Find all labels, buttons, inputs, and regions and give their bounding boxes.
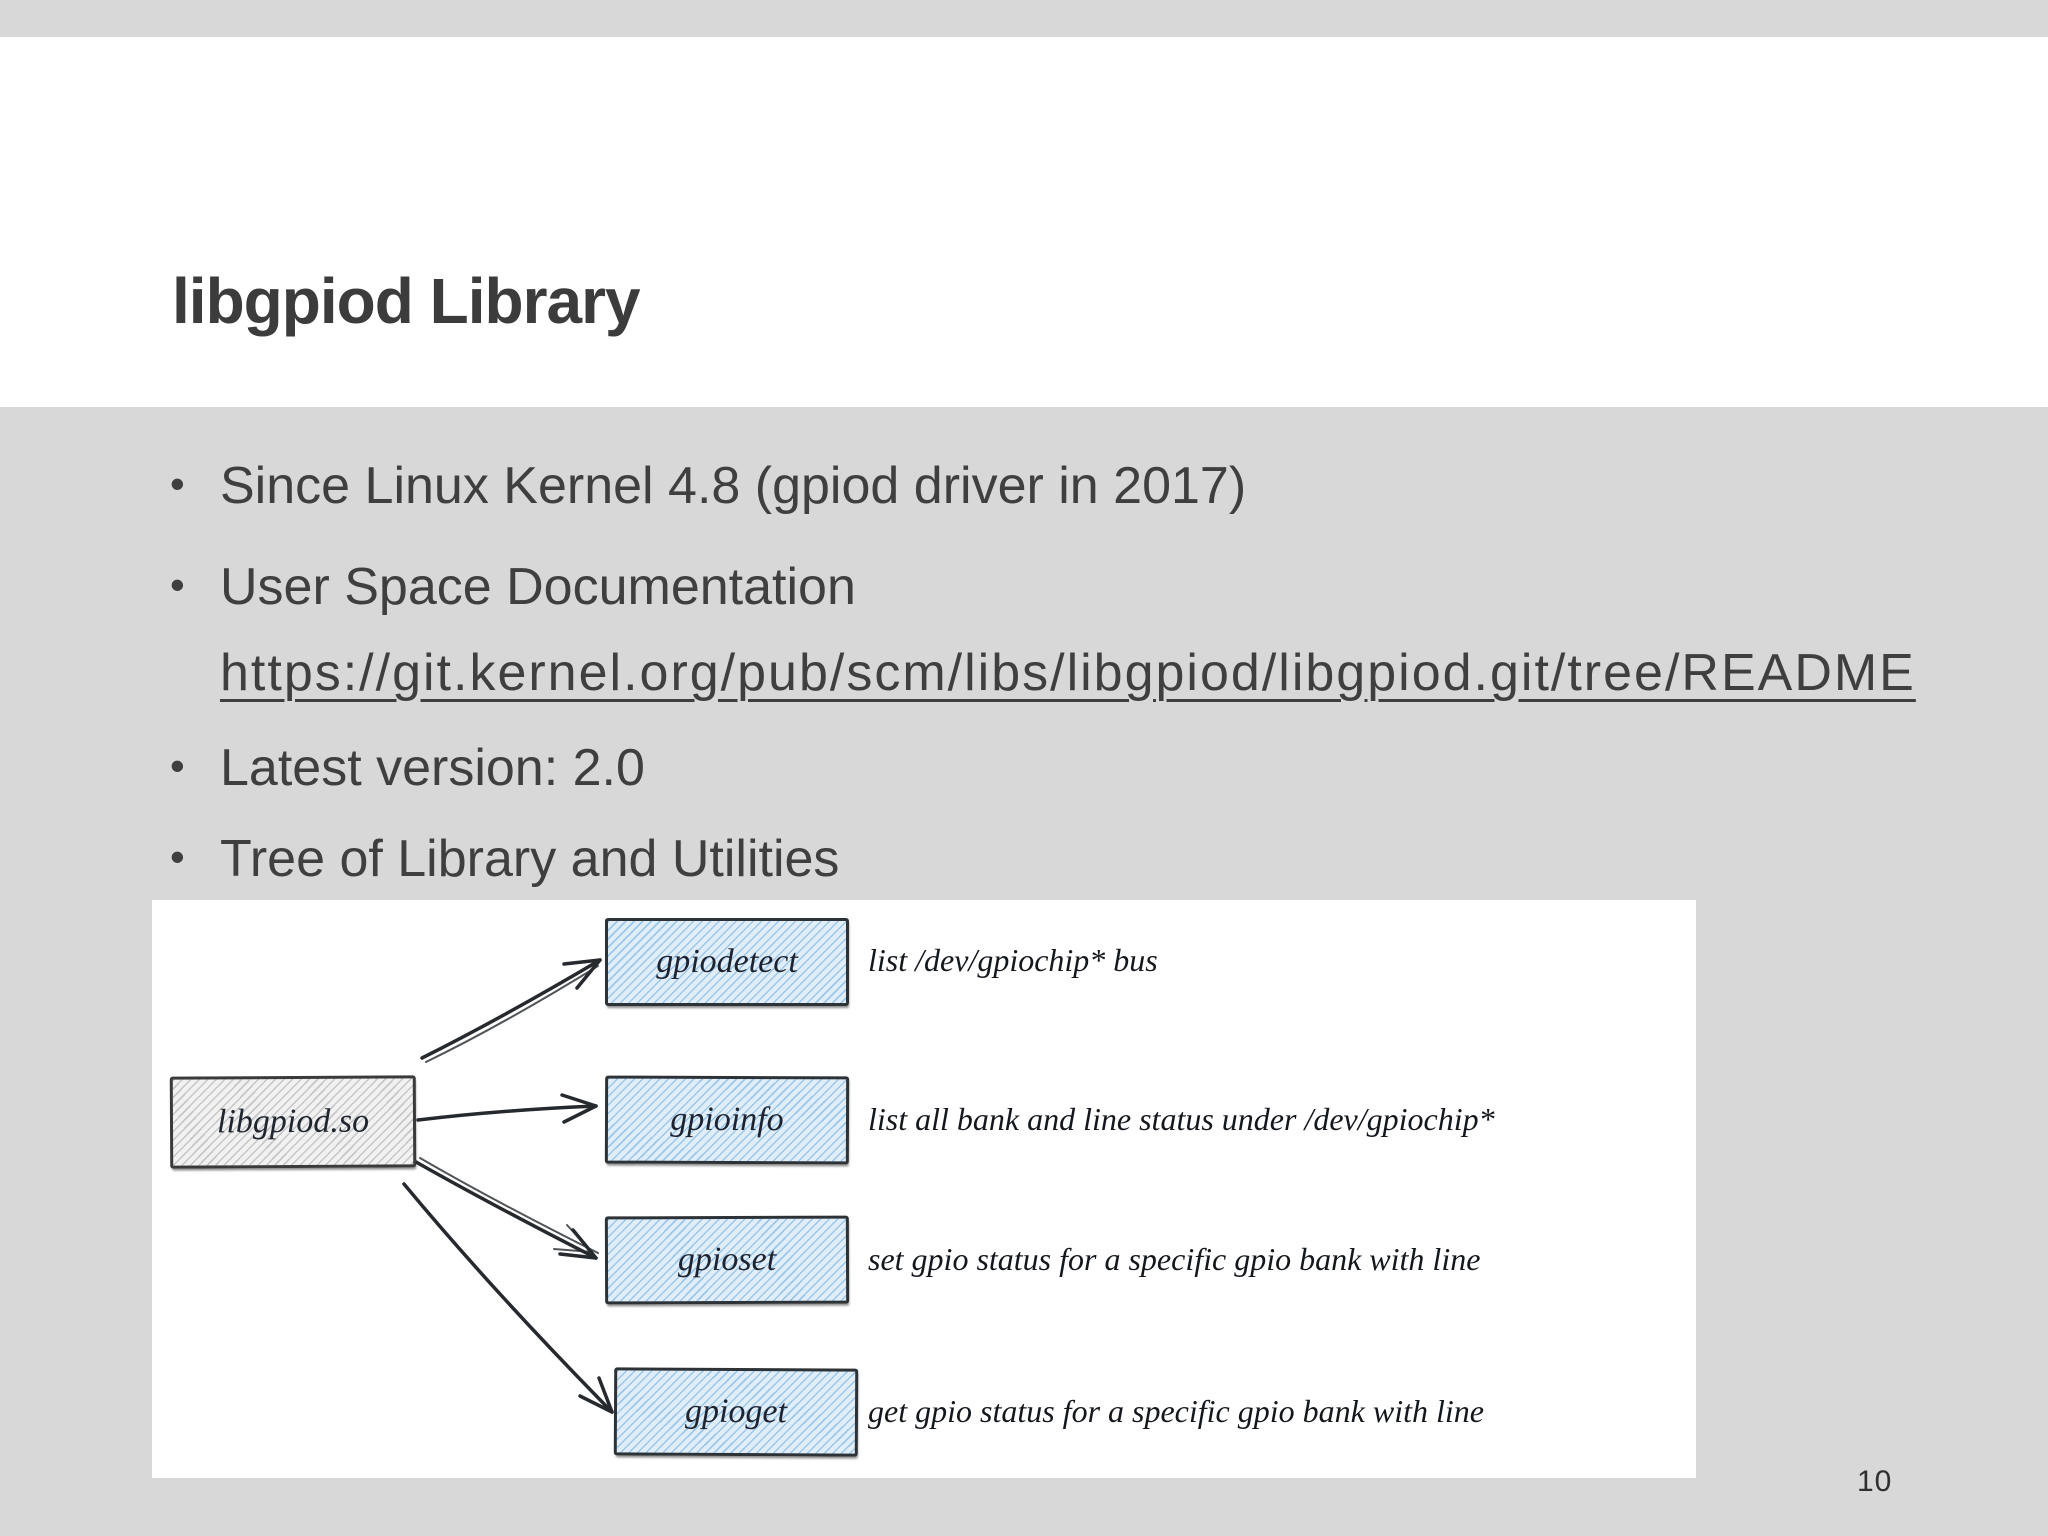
bullet-text: Latest version: 2.0: [220, 739, 645, 797]
page-number: 10: [1857, 1465, 1893, 1498]
bullet-icon: •: [170, 460, 185, 507]
tool-box-gpioget: gpioget: [613, 1367, 859, 1457]
tool-box-label: gpioget: [684, 1392, 788, 1431]
diagram-arrows: [402, 958, 614, 1414]
bullet-icon: •: [170, 561, 185, 608]
bullet-text: User Space Documentation: [220, 558, 856, 616]
bullet-item-link: https://git.kernel.org/pub/scm/libs/libg…: [170, 643, 1930, 703]
tool-description: get gpio status for a specific gpio bank…: [868, 1393, 1484, 1429]
page-title: libgpiod Library: [172, 265, 641, 337]
tool-description: set gpio status for a specific gpio bank…: [868, 1241, 1481, 1277]
title-band: [0, 37, 2048, 407]
documentation-link[interactable]: https://git.kernel.org/pub/scm/libs/libg…: [220, 644, 1916, 702]
tool-box-label: gpiodetect: [656, 943, 798, 980]
library-box-label: libgpiod.so: [216, 1102, 370, 1141]
bullet-item-documentation: • User Space Documentation: [170, 557, 1930, 617]
bullet-icon: •: [170, 833, 185, 880]
bullet-icon: •: [170, 742, 185, 789]
bullet-text: Tree of Library and Utilities: [220, 830, 840, 888]
tool-description: list all bank and line status under /dev…: [868, 1101, 1495, 1137]
bullet-text: Since Linux Kernel 4.8 (gpiod driver in …: [220, 457, 1247, 515]
tool-box-label: gpioinfo: [670, 1100, 784, 1139]
library-box: libgpiod.so: [169, 1075, 417, 1169]
library-tree-diagram: libgpiod.so gpiodetect list /dev/gpiochi…: [152, 900, 1696, 1478]
bullet-item-version: • Latest version: 2.0: [170, 738, 1930, 798]
tool-box-gpioinfo: gpioinfo: [604, 1075, 850, 1165]
tool-description: list /dev/gpiochip* bus: [868, 942, 1158, 978]
bullet-item-tree: • Tree of Library and Utilities: [170, 829, 1930, 889]
tool-box-gpioset: gpioset: [604, 1215, 850, 1305]
tool-box-gpiodetect: gpiodetect: [605, 918, 849, 1006]
bullet-item-kernel: • Since Linux Kernel 4.8 (gpiod driver i…: [170, 456, 1930, 516]
tool-box-label: gpioset: [677, 1240, 777, 1279]
